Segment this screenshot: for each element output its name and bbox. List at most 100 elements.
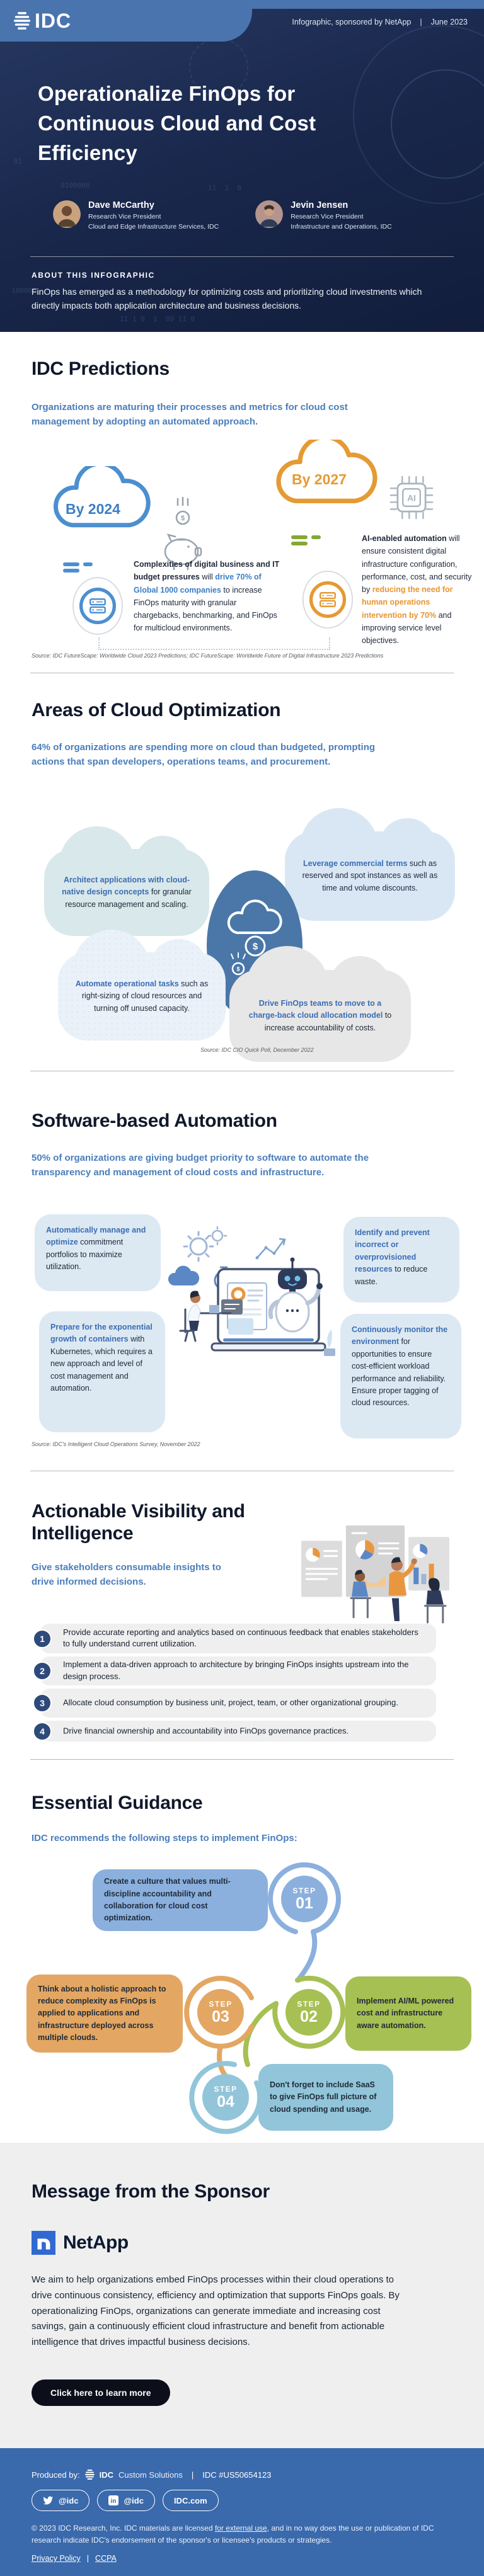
legal-sep: | (86, 2554, 89, 2563)
dash-deco (83, 562, 93, 566)
visibility-subtitle: Give stakeholders consumable insights to… (32, 1562, 221, 1587)
twitter-handle: @idc (59, 2495, 79, 2505)
binary-deco: 0100000 (60, 181, 90, 190)
lead: Automatically manage and optimize (46, 1226, 146, 1247)
areas-source: Source: IDC CIO Quick Poll, December 202… (200, 1047, 314, 1053)
guidance-heading: Essential Guidance (32, 1792, 203, 1813)
automation-heading: Software-based Automation (32, 1110, 277, 1131)
visibility-heading: Actionable Visibility and Intelligence (32, 1501, 245, 1544)
avatar (255, 200, 284, 228)
prediction-2024-text: Complexities of digital business and IT … (134, 558, 283, 635)
idc-logo: IDC (0, 0, 252, 42)
copyright-pre: © 2023 IDC Research, Inc. IDC materials … (32, 2524, 215, 2533)
legal-links: Privacy Policy | CCPA (32, 2554, 117, 2563)
lead: Prepare for the exponential growth of co… (50, 1323, 153, 1344)
automation-bubble-4: Continuously monitor the environment for… (340, 1314, 461, 1439)
area-bubble-chargeback: Drive FinOps teams to move to a charge-b… (229, 946, 411, 1062)
step-1-badge: STEP 01 (281, 1876, 328, 1922)
step-label: STEP (297, 1999, 321, 2009)
privacy-policy-link[interactable]: Privacy Policy (32, 2554, 81, 2563)
step-4-bubble: Don't forget to include SaaS to give Fin… (258, 2064, 393, 2131)
lead: Drive FinOps teams to move to a charge-b… (248, 998, 383, 1020)
brand-text: IDC (35, 9, 72, 32)
netapp-wordmark: NetApp (63, 2232, 129, 2253)
item-pill (40, 1624, 436, 1653)
server-icon-orange (302, 570, 354, 629)
produced-prefix: Produced by: (32, 2470, 80, 2480)
predictions-source: Source: IDC FutureScape: Worldwide Cloud… (32, 653, 384, 659)
copyright: © 2023 IDC Research, Inc. IDC materials … (32, 2522, 435, 2546)
author-name: Dave McCarthy (88, 200, 154, 210)
netapp-mark-icon (32, 2231, 55, 2255)
header-meta-sep: | (420, 18, 422, 26)
idc-com-link[interactable]: IDC.com (162, 2490, 219, 2511)
page-title: Operationalize FinOps for Continuous Clo… (38, 82, 316, 164)
binary-deco: 01 (14, 157, 23, 166)
section-divider (30, 1759, 454, 1760)
automation-bubble-1: Automatically manage and optimize commit… (35, 1214, 161, 1291)
by-2024-label: By 2024 (66, 501, 120, 517)
dotted-connector (98, 637, 330, 650)
svg-text:$: $ (236, 966, 239, 972)
step-1-bubble: Create a culture that values multi-disci… (93, 1869, 268, 1931)
seg: to increase FinOps maturity with granula… (134, 585, 277, 633)
item-pill (40, 1656, 436, 1685)
step-number: 04 (217, 2092, 234, 2111)
binary-deco: 11 1 0 (208, 184, 241, 192)
lead: Architect applications with cloud-native… (62, 875, 190, 897)
footer-brand-suffix: Custom Solutions (118, 2470, 183, 2480)
avatar (53, 200, 81, 228)
svg-text:$: $ (253, 941, 258, 952)
step-2-bubble: Implement AI/ML powered cost and infrast… (345, 1976, 471, 2051)
header-meta: Infographic, sponsored by NetApp | June … (292, 18, 468, 26)
dash-deco (291, 535, 308, 539)
netapp-logo: NetApp (32, 2231, 129, 2255)
visibility-item-2: 2 Implement a data-driven approach to ar… (33, 1656, 436, 1685)
cloud-2024-icon (54, 466, 151, 528)
dash-deco (63, 569, 79, 573)
authors: Dave McCarthy Research Vice President Cl… (53, 200, 392, 232)
step-number: 01 (296, 1894, 313, 1912)
seg: reducing the need for human operations i… (362, 585, 453, 620)
sponsor-body: We aim to help organizations embed FinOp… (32, 2274, 400, 2347)
twitter-link[interactable]: @idc (32, 2490, 90, 2511)
step-number: 03 (212, 2007, 229, 2026)
step-label: STEP (209, 1999, 233, 2009)
header-date: June 2023 (430, 18, 468, 26)
sponsor-heading: Message from the Sponsor (32, 2181, 270, 2202)
server-icon-blue (72, 577, 124, 635)
item-text: Allocate cloud consumption by business u… (63, 1697, 398, 1707)
linkedin-link[interactable]: in @idc (97, 2490, 155, 2511)
ccpa-link[interactable]: CCPA (95, 2554, 117, 2563)
lead: Automate operational tasks (75, 979, 179, 988)
copyright-post: , and in no way does the use or publicat… (32, 2524, 434, 2545)
author-role: Research Vice President (88, 213, 161, 220)
area-bubble-automate: Automate operational tasks such as right… (58, 929, 226, 1040)
item-number: 2 (33, 1661, 52, 1680)
author-name: Jevin Jensen (291, 200, 349, 210)
dash-deco (291, 542, 308, 545)
linkedin-handle: @idc (124, 2495, 144, 2505)
step-text: Think about a holistic approach to reduc… (38, 1984, 166, 2043)
robot-assistant-illustration (168, 1226, 335, 1356)
seg: drive 70% of Global 1000 companies (134, 573, 262, 595)
svg-text:$: $ (181, 515, 185, 522)
areas-subtitle: 64% of organizations are spending more o… (32, 742, 376, 767)
automation-subtitle: 50% of organizations are giving budget p… (32, 1153, 369, 1178)
step-label: STEP (214, 2084, 238, 2094)
author-role: Infrastructure and Operations, IDC (291, 222, 392, 231)
prediction-2027-text: AI-enabled automation will ensure consis… (362, 532, 474, 647)
rest: such as reserved and spot instances as w… (302, 858, 438, 892)
item-pill (40, 1689, 436, 1718)
external-use-link[interactable]: for external use (214, 2524, 267, 2533)
rest: such as right-sizing of cloud resources … (81, 979, 209, 1013)
author-jevin-jensen: Jevin Jensen Research Vice President Inf… (255, 200, 392, 232)
step-text: Don't forget to include SaaS to give Fin… (270, 2080, 377, 2114)
item-number: 1 (33, 1629, 52, 1648)
visibility-item-3: 3 Allocate cloud consumption by business… (33, 1689, 436, 1718)
step-text: Create a culture that values multi-disci… (104, 1877, 231, 1923)
ai-chip-icon: AI (389, 476, 434, 520)
author-dave-mccarthy: Dave McCarthy Research Vice President Cl… (53, 200, 219, 232)
learn-more-button[interactable]: Click here to learn more (32, 2379, 170, 2406)
seg: will ensure consistent digital infrastru… (362, 534, 472, 594)
